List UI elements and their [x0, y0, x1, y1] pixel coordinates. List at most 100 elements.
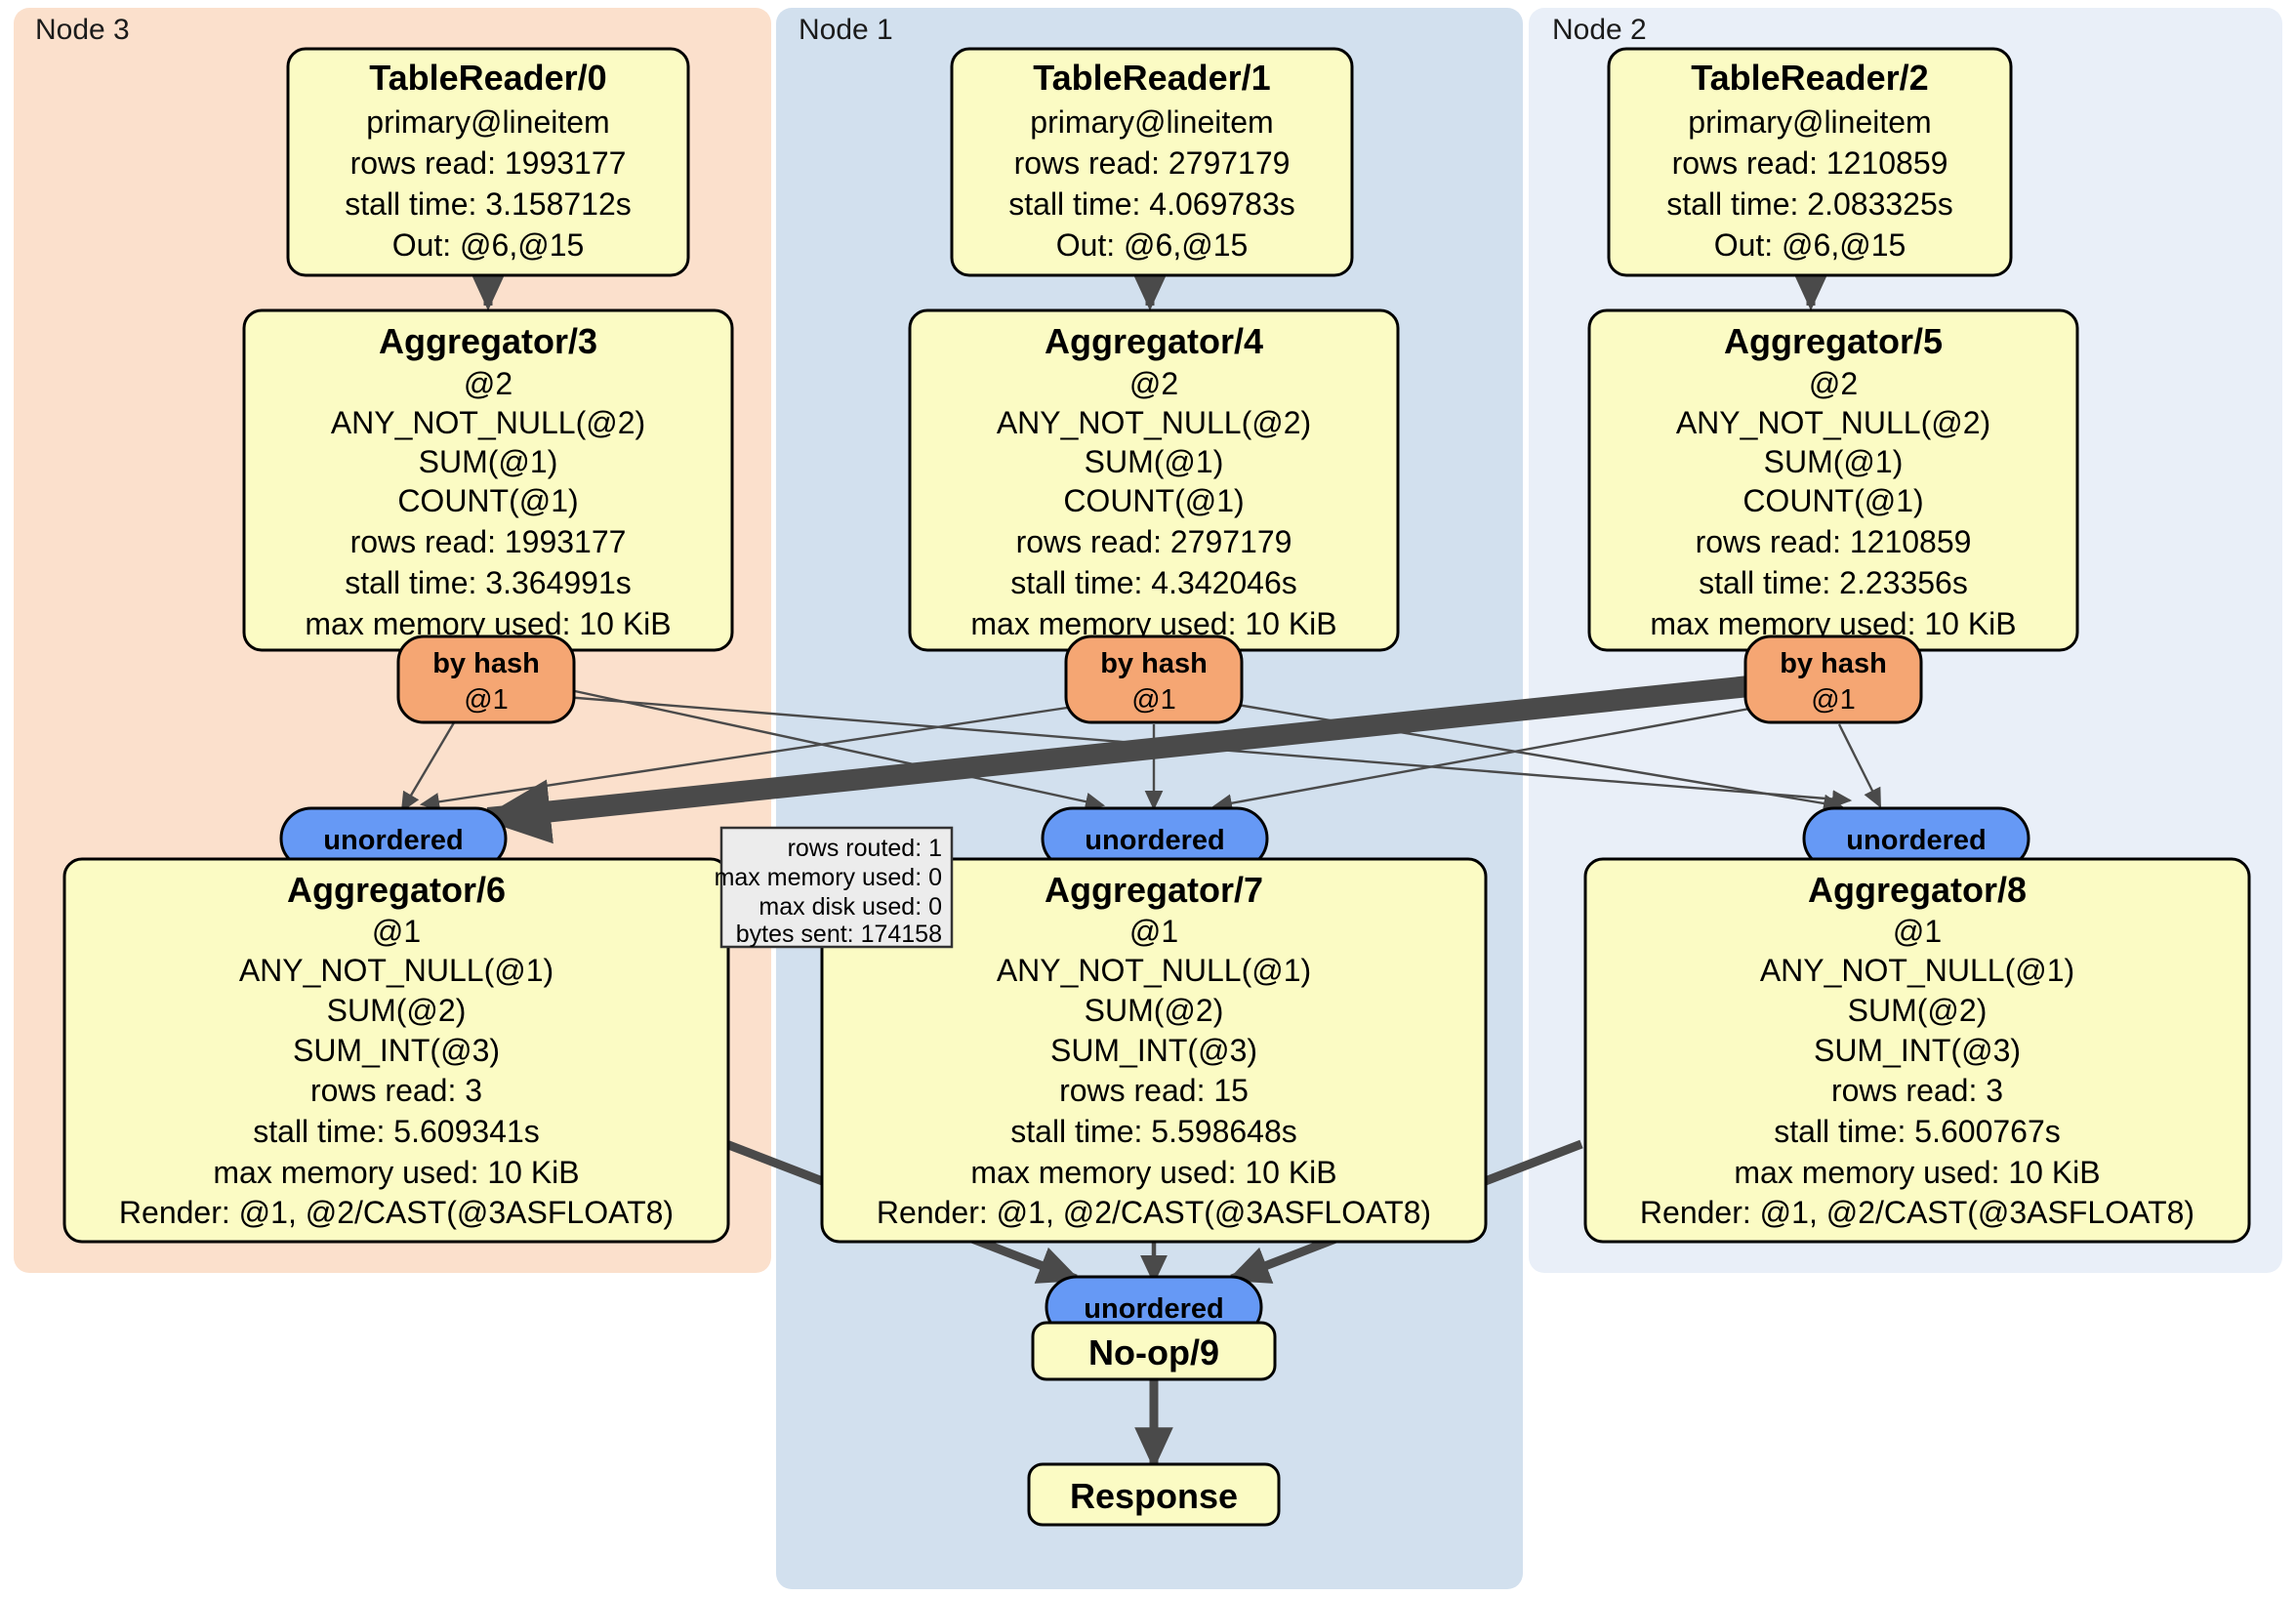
no-op-9-title: No-op/9 [1088, 1332, 1219, 1372]
by-hash-router-0-pill [396, 635, 576, 724]
aggregator-3-title: Aggregator/3 [379, 321, 597, 361]
aggregator-8-line-7: Render: @1, @2/CAST(@3ASFLOAT8) [1640, 1195, 2194, 1230]
aggregator-5[interactable]: Aggregator/5 @2 ANY_NOT_NULL(@2) SUM(@1)… [1587, 308, 2079, 652]
table-reader-0-line-0: primary@lineitem [366, 104, 609, 140]
aggregator-8[interactable]: Aggregator/8 @1 ANY_NOT_NULL(@1) SUM(@2)… [1583, 857, 2251, 1244]
aggregator-3-line-0: @2 [464, 366, 512, 401]
unordered-receiver-2-label: unordered [1846, 825, 1986, 856]
aggregator-8-line-0: @1 [1893, 914, 1942, 949]
table-reader-2[interactable]: TableReader/2 primary@lineitem rows read… [1607, 47, 2013, 277]
aggregator-4-line-0: @2 [1129, 366, 1178, 401]
aggregator-8-box [1583, 857, 2251, 1244]
by-hash-router-2-pill [1743, 635, 1923, 724]
aggregator-6[interactable]: Aggregator/6 @1 ANY_NOT_NULL(@1) SUM(@2)… [62, 857, 730, 1244]
aggregator-5-line-5: stall time: 2.23356s [1699, 565, 1968, 600]
aggregator-7-box [820, 857, 1488, 1244]
table-reader-1-line-2: stall time: 4.069783s [1008, 186, 1295, 222]
aggregator-6-line-7: Render: @1, @2/CAST(@3ASFLOAT8) [119, 1195, 674, 1230]
aggregator-8-line-2: SUM(@2) [1848, 993, 1988, 1028]
aggregator-5-line-0: @2 [1809, 366, 1858, 401]
table-reader-1[interactable]: TableReader/1 primary@lineitem rows read… [950, 47, 1354, 277]
panel-node3-label: Node 3 [35, 14, 130, 46]
by-hash-router-1-sub: @1 [1131, 684, 1176, 716]
aggregator-3-line-5: stall time: 3.364991s [345, 565, 632, 600]
unordered-receiver-final-label: unordered [1084, 1293, 1223, 1325]
aggregator-4-line-4: rows read: 2797179 [1016, 524, 1292, 559]
by-hash-router-1[interactable]: by hash @1 [1064, 635, 1244, 724]
table-reader-2-line-3: Out: @6,@15 [1714, 227, 1906, 263]
table-reader-0-line-2: stall time: 3.158712s [345, 186, 632, 222]
response-node[interactable]: Response [1027, 1462, 1281, 1527]
aggregator-7-line-1: ANY_NOT_NULL(@1) [997, 953, 1311, 988]
by-hash-router-2-title: by hash [1780, 648, 1887, 679]
unordered-receiver-0-label: unordered [323, 825, 463, 856]
by-hash-router-2[interactable]: by hash @1 [1743, 635, 1923, 724]
aggregator-7-line-5: stall time: 5.598648s [1010, 1114, 1297, 1149]
aggregator-7[interactable]: Aggregator/7 @1 ANY_NOT_NULL(@1) SUM(@2)… [820, 857, 1488, 1244]
unordered-receiver-0[interactable]: unordered [279, 806, 508, 871]
table-reader-0[interactable]: TableReader/0 primary@lineitem rows read… [286, 47, 690, 277]
aggregator-7-line-7: Render: @1, @2/CAST(@3ASFLOAT8) [877, 1195, 1431, 1230]
router-stats-tooltip-box [719, 826, 954, 949]
no-op-9[interactable]: No-op/9 [1031, 1321, 1277, 1381]
panel-node1-label: Node 1 [799, 14, 893, 46]
by-hash-router-0-sub: @1 [464, 684, 509, 716]
table-reader-0-title: TableReader/0 [369, 58, 606, 98]
table-reader-0-box [286, 47, 690, 277]
aggregator-4[interactable]: Aggregator/4 @2 ANY_NOT_NULL(@2) SUM(@1)… [908, 308, 1400, 652]
unordered-receiver-2[interactable]: unordered [1802, 806, 2030, 871]
aggregator-4-title: Aggregator/4 [1045, 321, 1263, 361]
edge-hash1-recv2 [1202, 697, 1844, 813]
aggregator-6-line-0: @1 [372, 914, 421, 949]
aggregator-8-line-5: stall time: 5.600767s [1774, 1114, 2061, 1149]
aggregator-3-line-3: COUNT(@1) [397, 483, 578, 518]
aggregator-6-box [62, 857, 730, 1244]
table-reader-1-box [950, 47, 1354, 277]
aggregator-6-line-3: SUM_INT(@3) [293, 1033, 500, 1068]
aggregator-6-line-4: rows read: 3 [310, 1073, 482, 1108]
aggregator-3-line-1: ANY_NOT_NULL(@2) [331, 405, 645, 440]
unordered-receiver-1[interactable]: unordered [1041, 806, 1269, 871]
table-reader-1-line-3: Out: @6,@15 [1056, 227, 1249, 263]
response-node-box [1027, 1462, 1281, 1527]
aggregator-7-line-4: rows read: 15 [1059, 1073, 1249, 1108]
aggregator-7-title: Aggregator/7 [1045, 870, 1263, 910]
aggregator-5-line-2: SUM(@1) [1764, 444, 1904, 479]
aggregator-3[interactable]: Aggregator/3 @2 ANY_NOT_NULL(@2) SUM(@1)… [242, 308, 734, 652]
response-node-title: Response [1070, 1476, 1238, 1516]
table-reader-2-title: TableReader/2 [1691, 58, 1928, 98]
table-reader-1-line-0: primary@lineitem [1030, 104, 1273, 140]
panel-node2-label: Node 2 [1552, 14, 1647, 46]
by-hash-router-2-sub: @1 [1811, 684, 1856, 716]
table-reader-1-line-1: rows read: 2797179 [1014, 145, 1291, 181]
table-reader-0-line-3: Out: @6,@15 [392, 227, 585, 263]
aggregator-4-line-3: COUNT(@1) [1063, 483, 1244, 518]
aggregator-7-line-2: SUM(@2) [1085, 993, 1224, 1028]
aggregator-7-line-6: max memory used: 10 KiB [970, 1155, 1336, 1190]
aggregator-6-title: Aggregator/6 [287, 870, 506, 910]
aggregator-5-line-4: rows read: 1210859 [1696, 524, 1972, 559]
router-stats-line-0: rows routed: 1 [788, 835, 942, 862]
table-reader-2-line-1: rows read: 1210859 [1672, 145, 1948, 181]
aggregator-8-line-6: max memory used: 10 KiB [1734, 1155, 2100, 1190]
by-hash-router-1-title: by hash [1100, 648, 1208, 679]
by-hash-router-1-pill [1064, 635, 1244, 724]
aggregator-5-title: Aggregator/5 [1724, 321, 1943, 361]
aggregator-3-line-2: SUM(@1) [419, 444, 558, 479]
unordered-receiver-1-label: unordered [1085, 825, 1224, 856]
table-reader-0-line-1: rows read: 1993177 [350, 145, 627, 181]
router-stats-line-2: max disk used: 0 [758, 893, 942, 921]
aggregator-5-line-1: ANY_NOT_NULL(@2) [1676, 405, 1990, 440]
edge-hash2-recv0-heavy [479, 671, 1798, 844]
aggregator-5-line-3: COUNT(@1) [1742, 483, 1923, 518]
by-hash-router-0[interactable]: by hash @1 [396, 635, 576, 724]
aggregator-4-line-2: SUM(@1) [1085, 444, 1224, 479]
router-stats-line-1: max memory used: 0 [715, 864, 942, 891]
aggregator-6-line-5: stall time: 5.609341s [253, 1114, 540, 1149]
router-stats-line-3: bytes sent: 174158 [736, 921, 942, 948]
aggregator-8-line-4: rows read: 3 [1831, 1073, 2003, 1108]
aggregator-8-line-1: ANY_NOT_NULL(@1) [1760, 953, 2074, 988]
no-op-9-box [1031, 1321, 1277, 1381]
